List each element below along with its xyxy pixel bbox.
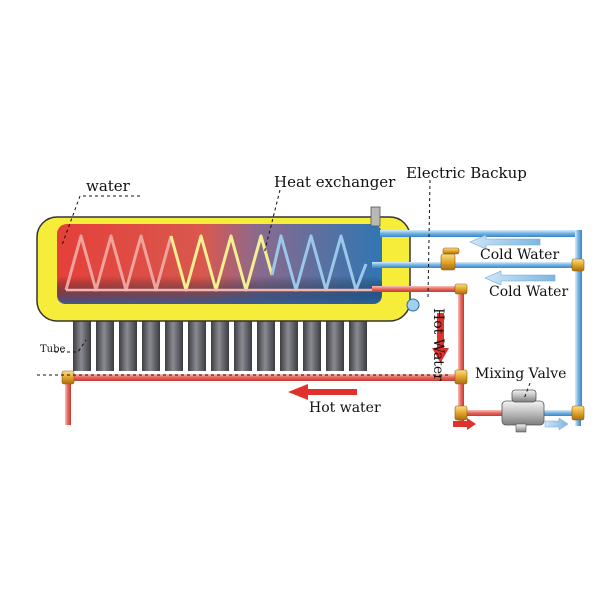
heat-exchanger-label: Heat exchanger bbox=[274, 173, 396, 191]
mixing-valve-spout bbox=[515, 423, 527, 433]
fitting-cold-tee bbox=[571, 258, 585, 272]
mixing-valve-line-hot-segment bbox=[458, 410, 508, 416]
hot-water-bottom-label: Hot water bbox=[309, 400, 381, 416]
flow-arrows bbox=[288, 234, 569, 431]
cold-water-pipe-top bbox=[380, 230, 582, 237]
mixing-valve-leader bbox=[523, 382, 531, 400]
cold-water-pipe-right-vertical bbox=[575, 230, 582, 420]
coil-warm-section bbox=[169, 234, 274, 292]
fitting-cold-valve-handle bbox=[442, 247, 460, 255]
cold-water-label-2: Cold Water bbox=[489, 284, 568, 300]
fitting-hot-tee bbox=[454, 369, 468, 385]
cold-water-arrow-2 bbox=[484, 270, 556, 286]
mixing-valve-body bbox=[501, 400, 545, 426]
heat-exchanger-leader bbox=[263, 189, 281, 255]
hot-water-vertical-label: Hot Water bbox=[430, 308, 446, 381]
outlet-stub-right bbox=[575, 418, 581, 426]
exchanger-return-vertical bbox=[458, 286, 464, 376]
hot-water-pipe-bottom bbox=[65, 374, 461, 381]
cold-water-pipe-exchanger bbox=[372, 262, 575, 268]
coil-cold-section bbox=[270, 234, 368, 292]
hot-water-pipe-left-drop bbox=[65, 377, 71, 425]
fitting-exchanger-elbow bbox=[454, 283, 468, 295]
electric-backup-leader bbox=[427, 179, 431, 298]
water-label: water bbox=[86, 177, 131, 195]
mixing-valve bbox=[501, 389, 545, 433]
water-leader bbox=[61, 195, 140, 246]
electric-backup-rod bbox=[370, 206, 381, 227]
tank-sensor-fitting bbox=[406, 298, 420, 312]
fitting-valve-left bbox=[454, 405, 468, 421]
storage-tank bbox=[36, 206, 420, 322]
cold-water-arrow-1 bbox=[469, 234, 541, 250]
tube-leader bbox=[55, 339, 87, 353]
fitting-cold-valve bbox=[440, 253, 456, 271]
outlet-arrow-cold bbox=[544, 417, 569, 431]
fittings bbox=[61, 247, 585, 421]
coil-hot-section bbox=[64, 234, 173, 292]
hot-water-arrow-down bbox=[432, 313, 449, 363]
mixing-valve-handle bbox=[511, 389, 537, 403]
mixing-valve-hot-vertical bbox=[458, 378, 464, 418]
fitting-left-elbow bbox=[61, 370, 75, 385]
mixing-valve-label: Mixing Valve bbox=[475, 366, 566, 382]
hot-water-arrow-left bbox=[288, 384, 357, 400]
cold-water-label-1: Cold Water bbox=[480, 247, 559, 263]
fitting-valve-right bbox=[571, 405, 585, 421]
heat-exchanger-coil bbox=[64, 234, 372, 292]
exchanger-return-pipe bbox=[372, 286, 464, 292]
labels: water Heat exchanger Electric Backup Col… bbox=[40, 164, 568, 416]
outlet-arrow-hot bbox=[453, 418, 476, 430]
tube-label: Tube bbox=[40, 344, 66, 355]
leader-lines bbox=[37, 179, 531, 400]
electric-backup-label: Electric Backup bbox=[406, 164, 527, 182]
